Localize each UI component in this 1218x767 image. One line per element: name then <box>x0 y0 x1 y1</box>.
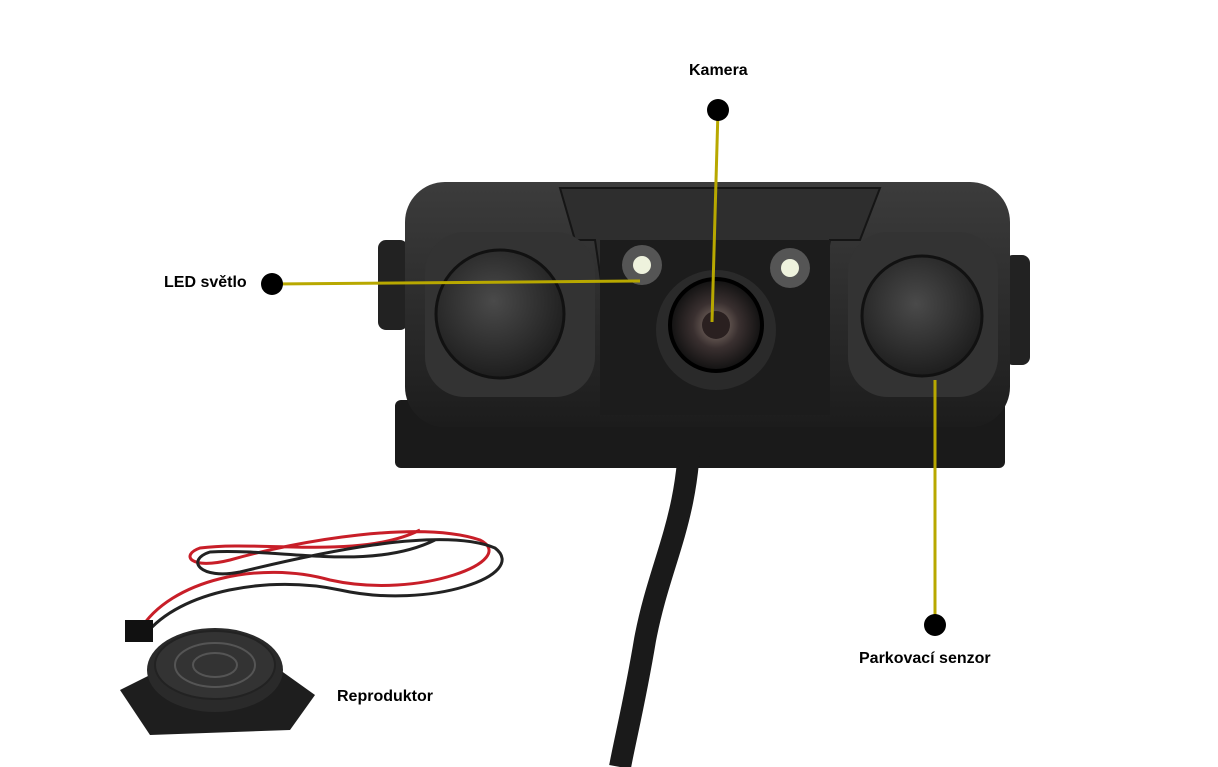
label-speaker: Reproduktor <box>337 688 433 705</box>
parking-sensor-left <box>425 232 595 397</box>
callout-sensor <box>924 380 946 636</box>
callout-camera <box>707 99 729 323</box>
parking-sensor-right <box>848 232 998 397</box>
buzzer-wires <box>125 528 504 642</box>
camera-cable <box>609 419 701 767</box>
label-camera: Kamera <box>689 62 748 79</box>
camera-lens <box>656 270 776 390</box>
buzzer-speaker <box>120 628 315 735</box>
led-light-left <box>622 245 662 285</box>
label-led-light: LED světlo <box>164 274 247 291</box>
label-parking-sensor: Parkovací senzor <box>859 650 991 667</box>
led-light-right <box>770 248 810 288</box>
callout-led <box>261 273 641 295</box>
